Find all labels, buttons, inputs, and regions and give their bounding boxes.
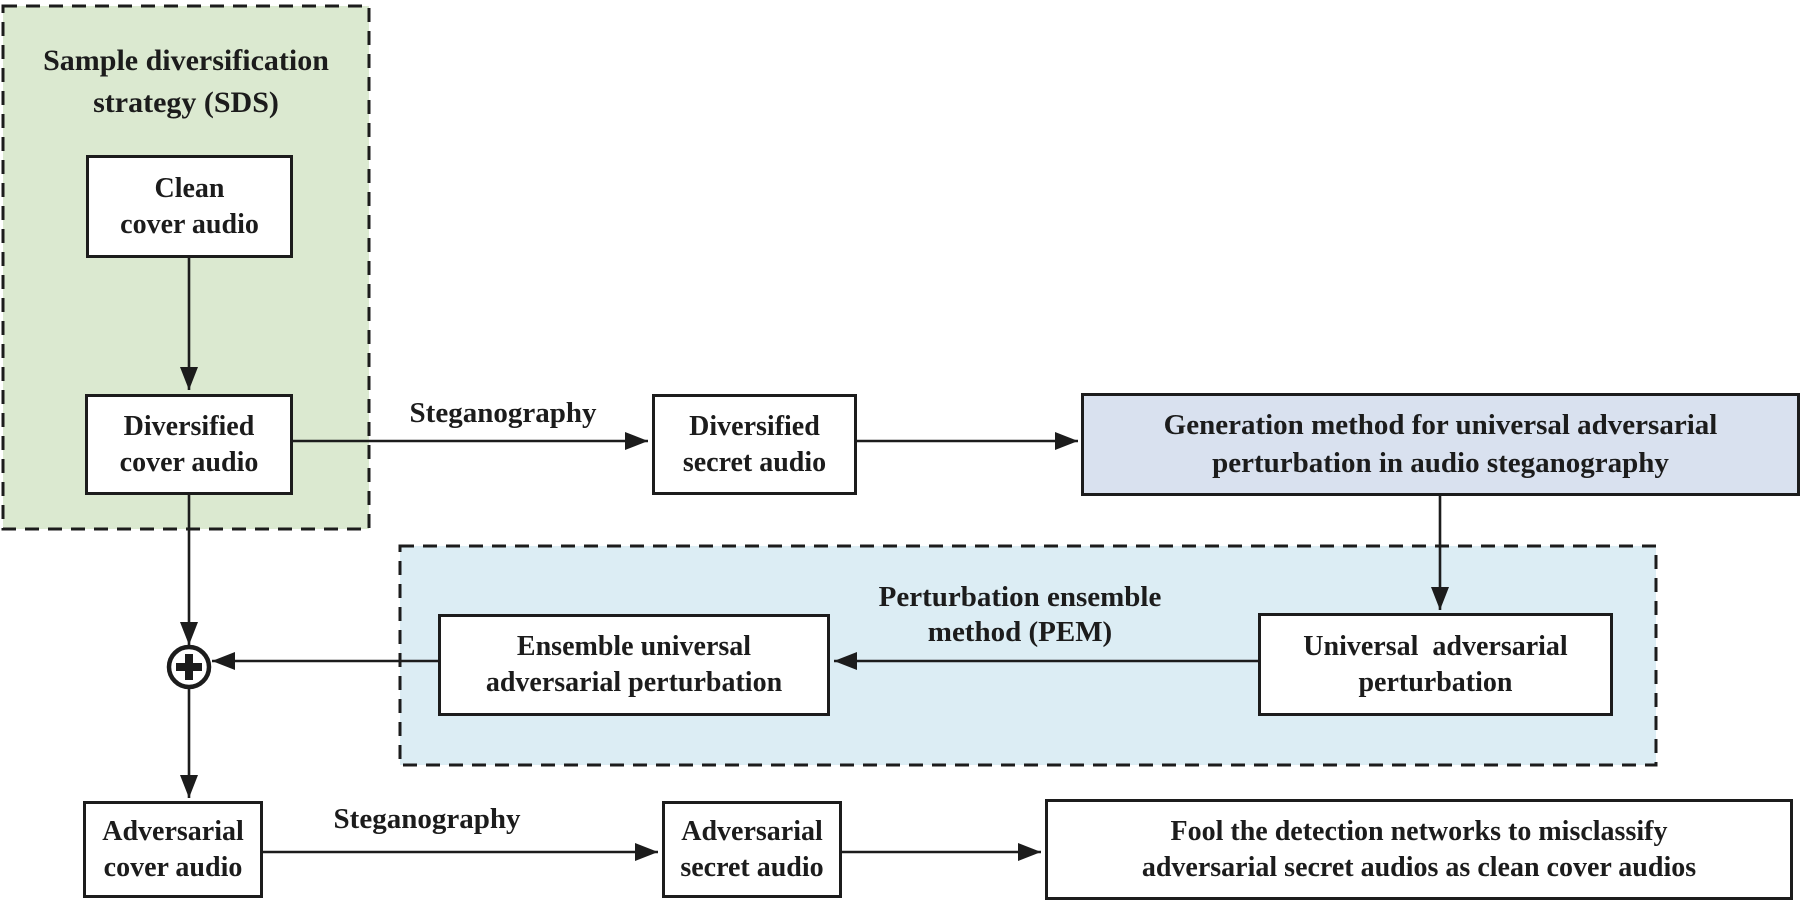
fool-detection-node: Fool the detection networks to misclassi… — [1045, 799, 1793, 900]
diversified-cover-audio-node: Diversified cover audio — [85, 394, 293, 495]
generation-method-node: Generation method for universal adversar… — [1081, 393, 1800, 496]
adversarial-cover-audio-node: Adversarial cover audio — [83, 801, 263, 898]
ensemble-universal-adversarial-perturbation-node: Ensemble universal adversarial perturbat… — [438, 614, 830, 716]
steganography-top-label: Steganography — [409, 397, 597, 429]
diversified-secret-audio-node: Diversified secret audio — [652, 394, 857, 495]
add-operator-icon — [166, 644, 212, 690]
universal-adversarial-perturbation-node: Universal adversarial perturbation — [1258, 613, 1613, 716]
adversarial-secret-audio-node: Adversarial secret audio — [662, 801, 842, 898]
steganography-bottom-label: Steganography — [333, 803, 521, 835]
pem-label: Perturbation ensemble method (PEM) — [878, 581, 1162, 649]
clean-cover-audio-node: Clean cover audio — [86, 155, 293, 258]
sds-title: Sample diversification strategy (SDS) — [43, 44, 329, 119]
